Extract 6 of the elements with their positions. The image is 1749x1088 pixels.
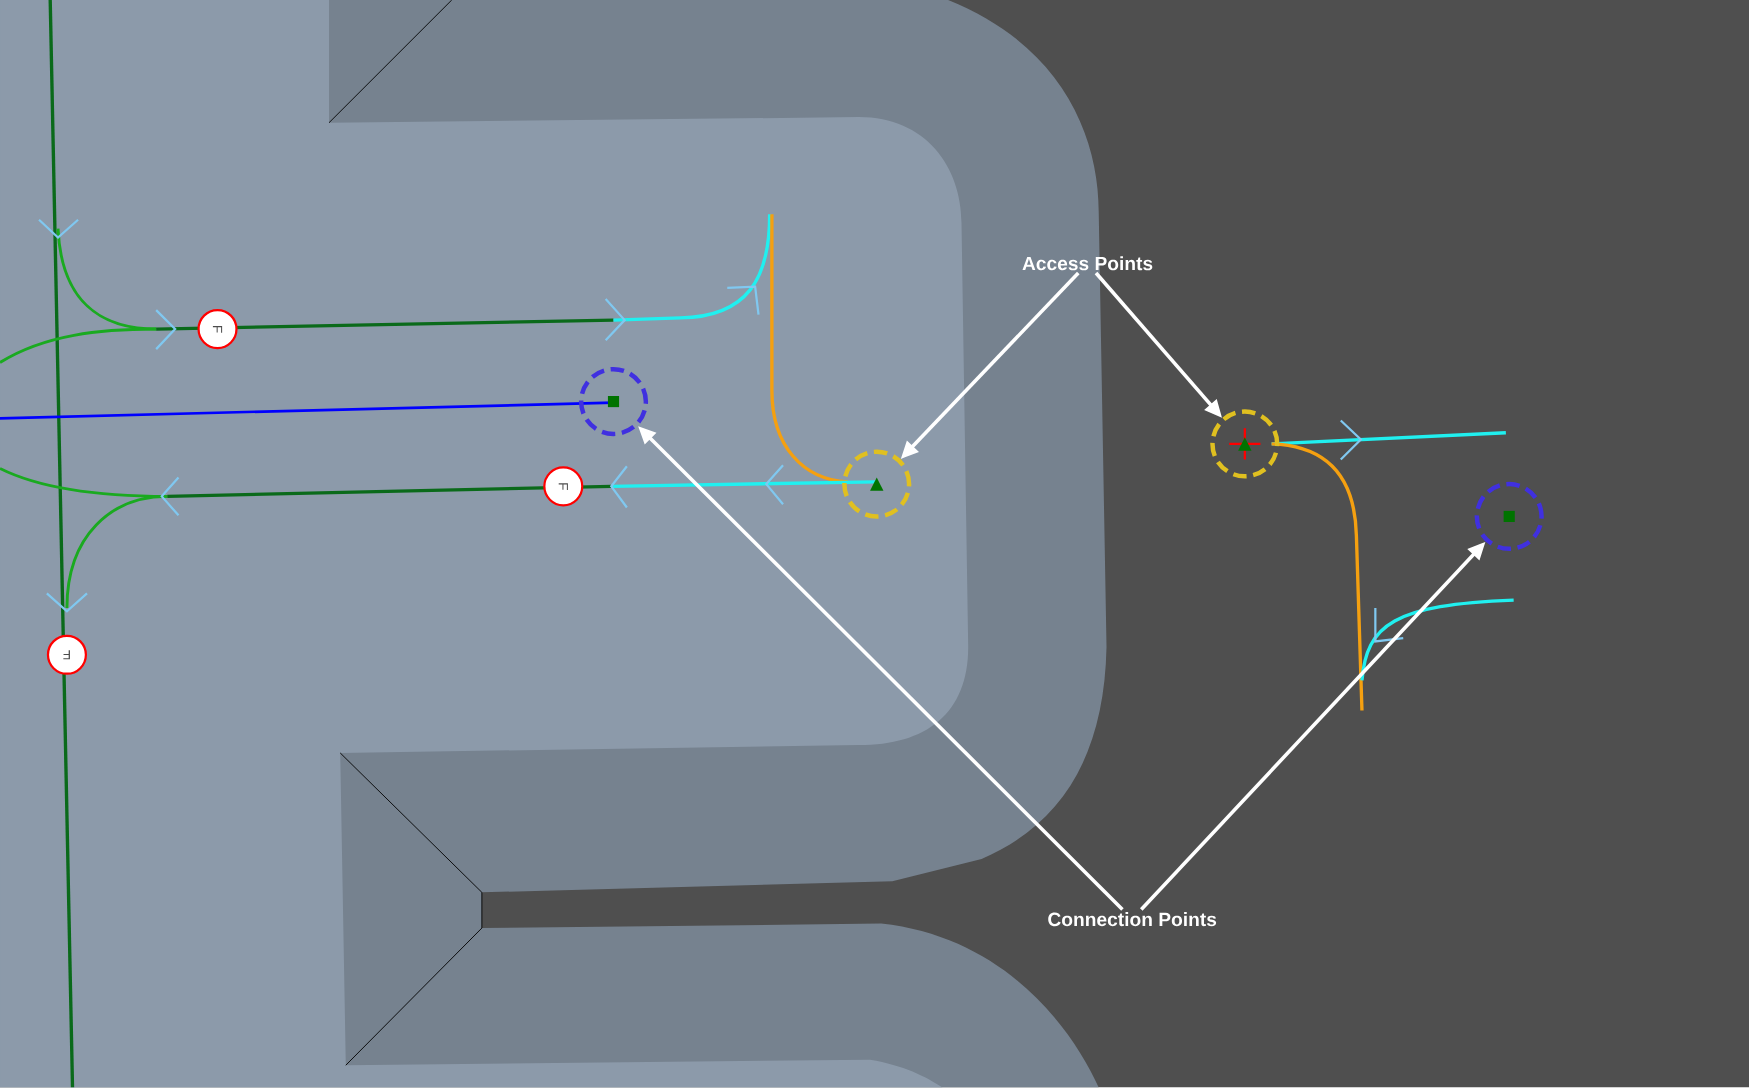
access-point-marker (842, 449, 912, 519)
callout-text: Access Points (1022, 256, 1153, 271)
callout-text: Connection Points (1048, 912, 1217, 927)
access-point-marker (1210, 409, 1280, 479)
connection-point-marker (578, 367, 649, 437)
connection-point-marker (1474, 482, 1544, 552)
